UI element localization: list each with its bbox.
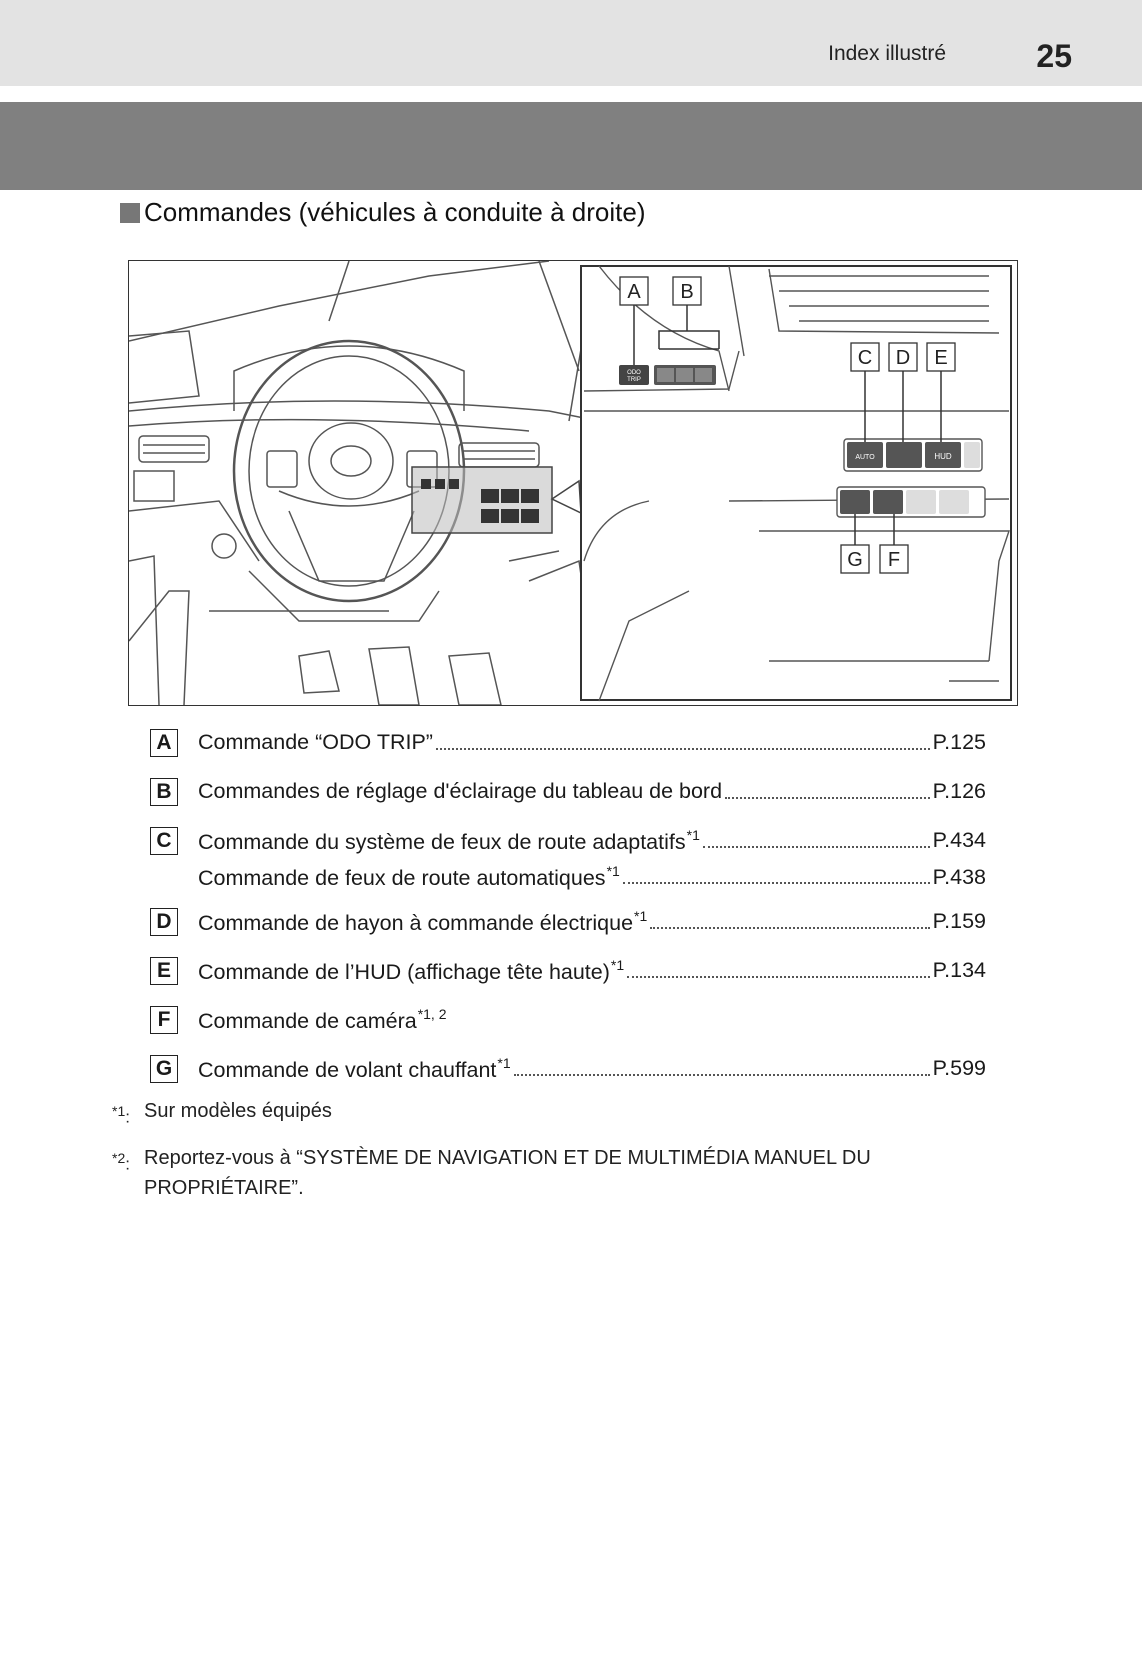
footnote-text: Sur modèles équipés: [144, 1096, 1002, 1133]
hud-switch-label: HUD: [934, 452, 952, 461]
leader-dots: [436, 748, 930, 750]
item-page-ref[interactable]: P.134: [933, 958, 986, 983]
callout-g: G: [847, 549, 863, 571]
footnote-ref: *1: [687, 827, 700, 843]
item-label: Commandes de réglage d'éclairage du tabl…: [198, 779, 722, 804]
section-title-text: Commandes (véhicules à conduite à droite…: [144, 197, 645, 228]
auto-switch-label: AUTO: [855, 454, 875, 461]
item-label: Commande de hayon à commande électrique*…: [198, 908, 647, 936]
section-title: Commandes (véhicules à conduite à droite…: [120, 197, 645, 228]
leader-dots: [627, 976, 929, 978]
footnote-2: *2: Reportez-vous à “SYSTÈME DE NAVIGATI…: [112, 1143, 1002, 1203]
item-letter: E: [150, 957, 178, 985]
leader-dots: [703, 846, 930, 848]
item-page-ref[interactable]: P.434: [933, 828, 986, 853]
footnote-mark: *2: [112, 1150, 125, 1166]
item-label: Commande du système de feux de route ada…: [198, 827, 700, 855]
leader-dots: [514, 1074, 930, 1076]
item-label: Commande de l’HUD (affichage tête haute)…: [198, 957, 624, 985]
item-label: Commande de feux de route automatiques*1: [198, 863, 620, 891]
item-page-ref[interactable]: P.159: [933, 909, 986, 934]
list-item-a: A Commande “ODO TRIP” P.125: [150, 718, 986, 767]
footnote-ref: *1: [607, 863, 620, 879]
odo-switch-label-1: ODO: [627, 370, 641, 376]
list-item-d: D Commande de hayon à commande électriqu…: [150, 897, 986, 946]
list-item-f: F Commande de caméra*1, 2: [150, 995, 986, 1044]
section-square-icon: [120, 203, 140, 223]
item-letter: B: [150, 778, 178, 806]
footnote-ref: *1: [611, 957, 624, 973]
footnote-ref: *1: [497, 1055, 510, 1071]
callout-f: F: [888, 549, 900, 571]
controls-list: A Commande “ODO TRIP” P.125 B Commandes …: [150, 718, 986, 1093]
item-letter: F: [150, 1006, 178, 1034]
item-label: Commande “ODO TRIP”: [198, 730, 433, 755]
leader-dots: [623, 882, 930, 884]
footnotes: *1: Sur modèles équipés *2: Reportez-vou…: [112, 1096, 1002, 1213]
odo-switch-label-2: TRIP: [627, 377, 641, 383]
dashboard-drawing: ODO TRIP AUTO HUD: [129, 261, 1017, 705]
callout-b: B: [680, 281, 693, 303]
list-item-c-sub: Commande de feux de route automatiques*1…: [150, 857, 986, 897]
footnote-ref: *1, 2: [418, 1006, 447, 1022]
dashboard-illustration: ODO TRIP AUTO HUD: [128, 260, 1018, 706]
header-bar: [0, 0, 1142, 86]
callout-d: D: [896, 347, 910, 369]
list-item-g: G Commande de volant chauffant*1 P.599: [150, 1044, 986, 1093]
item-letter: G: [150, 1055, 178, 1083]
callout-a: A: [627, 281, 641, 303]
callout-e: E: [934, 347, 947, 369]
footnote-text: Reportez-vous à “SYSTÈME DE NAVIGATION E…: [144, 1143, 1002, 1203]
item-page-ref[interactable]: P.599: [933, 1056, 986, 1081]
item-label: Commande de volant chauffant*1: [198, 1055, 511, 1083]
leader-dots: [650, 927, 929, 929]
footnote-mark: *1: [112, 1103, 125, 1119]
item-page-ref[interactable]: P.438: [933, 865, 986, 890]
list-item-b: B Commandes de réglage d'éclairage du ta…: [150, 767, 986, 816]
leader-dots: [725, 797, 930, 799]
item-label: Commande de caméra*1, 2: [198, 1006, 447, 1034]
footnote-ref: *1: [634, 908, 647, 924]
footnote-1: *1: Sur modèles équipés: [112, 1096, 1002, 1133]
chapter-band: [0, 102, 1142, 190]
page-number: 25: [1036, 38, 1072, 75]
item-page-ref[interactable]: P.125: [933, 730, 986, 755]
item-letter: A: [150, 729, 178, 757]
header-title: Index illustré: [828, 42, 946, 66]
item-page-ref[interactable]: P.126: [933, 779, 986, 804]
callout-c: C: [858, 347, 872, 369]
item-letter: C: [150, 827, 178, 855]
list-item-e: E Commande de l’HUD (affichage tête haut…: [150, 946, 986, 995]
item-letter: D: [150, 908, 178, 936]
